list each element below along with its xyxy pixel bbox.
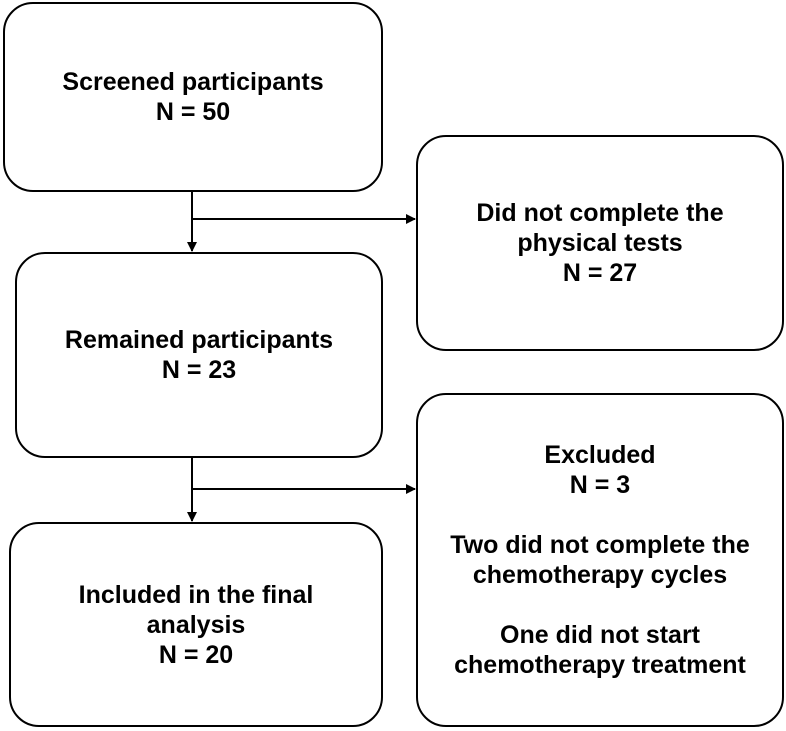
included-count: N = 20 bbox=[158, 640, 234, 669]
excluded-title: Excluded bbox=[544, 441, 656, 469]
excluded-reason2-line1: One did not start bbox=[500, 621, 700, 649]
did-not-complete-box: Did not complete the physical tests N = … bbox=[416, 135, 784, 351]
included-line2: analysis bbox=[146, 610, 246, 639]
excluded-count: N = 3 bbox=[569, 471, 631, 499]
screened-count: N = 50 bbox=[155, 98, 231, 126]
screened-participants-box: Screened participants N = 50 bbox=[3, 2, 383, 192]
excluded-box: Excluded N = 3 Two did not complete the … bbox=[416, 393, 784, 727]
included-final-analysis-box: Included in the final analysis N = 20 bbox=[9, 522, 383, 727]
did-not-complete-line2: physical tests bbox=[517, 229, 683, 257]
screened-title: Screened participants bbox=[62, 68, 324, 96]
excluded-reason1-line1: Two did not complete the bbox=[450, 531, 750, 559]
excluded-reason2-line2: chemotherapy treatment bbox=[454, 651, 746, 679]
did-not-complete-line1: Did not complete the bbox=[476, 199, 724, 227]
included-line1: Included in the final bbox=[78, 580, 314, 609]
excluded-reason1-line2: chemotherapy cycles bbox=[472, 561, 728, 589]
did-not-complete-count: N = 27 bbox=[562, 259, 638, 287]
remained-title: Remained participants bbox=[64, 326, 334, 354]
remained-count: N = 23 bbox=[161, 356, 237, 384]
remained-participants-box: Remained participants N = 23 bbox=[15, 252, 383, 458]
